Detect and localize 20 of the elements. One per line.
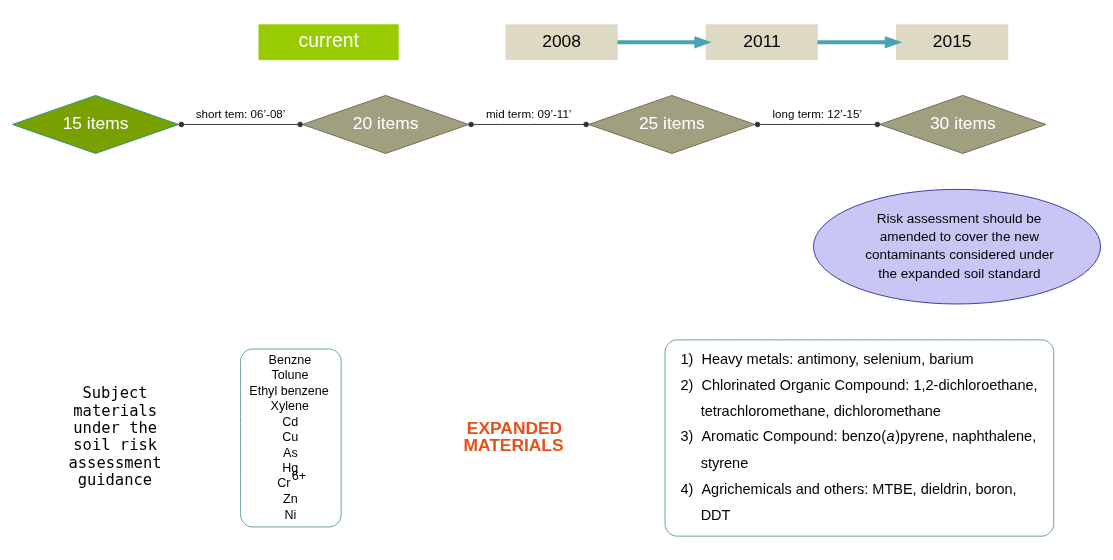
node-diamond: 20 items (301, 94, 470, 154)
node-box: 2008 (505, 23, 618, 60)
connector (178, 121, 303, 127)
node-box: 2011 (705, 23, 818, 60)
label: EXPANDED MATERIALS (463, 417, 564, 455)
arrow (817, 35, 903, 48)
label: Subject materials under the soil risk assessment guidance (68, 383, 162, 489)
connector (468, 121, 589, 127)
node-box: current (258, 23, 399, 60)
edge-label: short tem: 06’-08’ (195, 106, 286, 120)
node-diamond: 25 items (588, 94, 756, 154)
node-box: 2015 (896, 23, 1009, 60)
node-ellipse: Risk assessment should be amended to cover the new contaminants considered under the expanded soil standard (813, 188, 1102, 304)
arrow (617, 35, 712, 48)
node-box: 1) Heavy metals: antimony, selenium, barium 2) Chlorinated Organic Compound: 1,2-dichloroethane, tetrachloromethane, dichloromethane 3) Aromatic Compound: benzo(a)pyrene, naphthalene, styrene 4) Agrichemicals and others: MTBE, dieldrin, boron, DDT (664, 338, 1055, 537)
edge-label: mid term: 09’-11’ (485, 106, 572, 120)
node-diamond: 15 items (11, 94, 180, 154)
node-diamond: 30 items (879, 94, 1047, 154)
edge-label: long term: 12’-15’ (772, 106, 863, 120)
connector (754, 121, 881, 127)
